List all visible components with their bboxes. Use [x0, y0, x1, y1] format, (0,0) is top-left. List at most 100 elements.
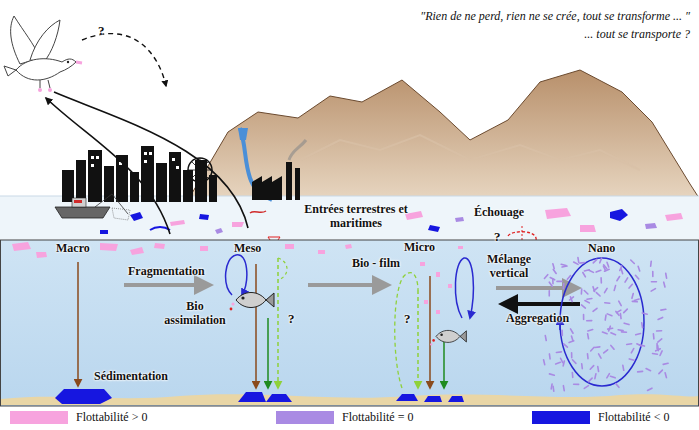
nano-particle [583, 314, 585, 319]
nano-particle [561, 330, 563, 335]
question-mark: ? [98, 24, 105, 39]
nano-particle [596, 270, 601, 272]
process-label: Mélange vertical [478, 253, 540, 281]
process-label: Aggregation [506, 312, 569, 326]
nano-particle [585, 301, 589, 303]
legend: Flottabilité > 0Flottabilité = 0Flottabi… [0, 406, 699, 430]
size-class: Nano [588, 242, 615, 256]
nano-particle [556, 351, 561, 353]
nano-particle [587, 354, 589, 359]
nano-particle [624, 323, 629, 324]
nano-particle [658, 317, 663, 319]
nano-particle [607, 374, 610, 378]
stranding-label: Échouage [474, 206, 524, 220]
nano-particle [550, 384, 552, 389]
process-label: Fragmentation [128, 265, 205, 279]
nano-particle [646, 369, 650, 371]
nano-particle [596, 293, 600, 296]
nano-particle [635, 275, 638, 279]
legend-swatch [10, 411, 68, 424]
nano-particle [607, 262, 609, 267]
nano-particle [588, 329, 593, 330]
nano-particle [572, 360, 575, 364]
question-mark: ? [404, 312, 411, 327]
nano-particle [602, 332, 607, 334]
nano-particle [652, 353, 657, 355]
nano-particle [665, 273, 667, 278]
nano-particle [550, 278, 554, 280]
nano-particle [561, 264, 566, 265]
nano-particle [611, 333, 616, 335]
size-class: Meso [234, 242, 261, 256]
nano-particle [571, 353, 573, 358]
nano-particle [571, 329, 574, 333]
nano-particle [595, 346, 600, 348]
nano-particle [584, 386, 588, 389]
nano-particle [593, 308, 597, 311]
nano-particle [589, 378, 593, 381]
nano-particle [549, 282, 552, 286]
nano-particle [624, 309, 628, 313]
nano-particle [600, 258, 602, 263]
nano-particle [583, 273, 586, 277]
nano-particle [617, 310, 621, 313]
nano-particle [581, 364, 583, 369]
size-class: Macro [56, 242, 90, 256]
nano-particle [614, 286, 615, 291]
nano-particle [590, 366, 593, 370]
nano-particle [544, 275, 547, 279]
nano-particle [600, 278, 602, 283]
nano-particle [545, 336, 548, 341]
nano-particle [549, 354, 551, 359]
process-label: Sédimentation [94, 370, 168, 384]
nano-particle [608, 327, 613, 329]
nano-particle [587, 298, 592, 300]
nano-particle [571, 336, 573, 341]
nano-particle [563, 284, 565, 289]
nano-particle [557, 281, 562, 283]
nano-particle [648, 388, 652, 390]
nano-particle [637, 344, 642, 346]
nano-particle [652, 271, 654, 276]
question-mark: ? [288, 312, 295, 327]
nano-particle [651, 289, 655, 292]
nano-particle [651, 281, 656, 283]
nano-particle [638, 266, 640, 271]
nano-particle [577, 258, 579, 263]
nano-particle [629, 284, 632, 288]
nano-particle [611, 345, 614, 349]
epigraph: ″Rien de ne perd, rien ne se crée, tout … [420, 10, 690, 24]
nano-particle [595, 374, 596, 379]
nano-particle [556, 362, 561, 364]
nano-particle [660, 351, 662, 356]
nano-particle [610, 376, 615, 378]
nano-particle [572, 372, 574, 377]
process-label: Bio assimilation [160, 300, 230, 328]
legend-item: Flottabilité > 0 [10, 410, 147, 425]
nano-particle [653, 334, 655, 339]
nano-particle [605, 302, 610, 304]
nano-particle [632, 301, 637, 303]
nano-particle [634, 299, 639, 300]
nano-particle [619, 301, 621, 305]
legend-swatch [532, 411, 590, 424]
nano-particle [553, 269, 556, 273]
nano-particle [581, 305, 585, 308]
nano-particle [574, 383, 579, 385]
nano-particle [584, 290, 588, 293]
nano-particle [589, 270, 594, 272]
nano-particle [620, 266, 622, 271]
nano-particle [663, 363, 668, 364]
input-label: Entrées terrestres et maritimes [296, 203, 416, 231]
nano-particle [599, 354, 601, 358]
nano-particle [544, 360, 545, 365]
nano-particle [618, 329, 623, 331]
nano-particle [564, 344, 568, 347]
nano-particle [580, 262, 585, 264]
nano-particle [617, 277, 620, 281]
nano-particle [627, 343, 632, 345]
nano-particle [607, 314, 612, 316]
nano-particle [621, 331, 626, 333]
nano-particle [650, 261, 652, 266]
nano-particle [616, 384, 619, 388]
